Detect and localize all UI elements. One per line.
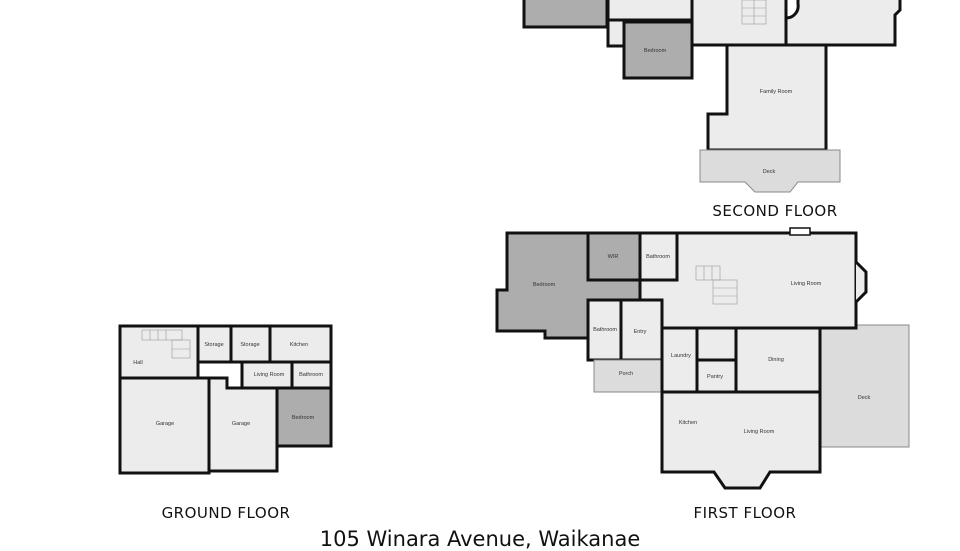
room-label: Pantry (707, 374, 723, 380)
ground-floor-plan: Hall Storage Storage Kitchen Living Room… (118, 324, 333, 522)
room-bedroom (622, 20, 694, 80)
room-label: Living Room (744, 429, 775, 435)
room-label: Kitchen (679, 420, 697, 426)
bay-window (854, 260, 868, 304)
second-floor-plan: Bedroom Family Room Deck SECOND FLOOR (522, 0, 902, 220)
room-label: Living Room (791, 281, 822, 287)
floor-title: FIRST FLOOR (694, 504, 797, 522)
room-label: Entry (634, 329, 647, 335)
room-label: Storage (204, 342, 223, 348)
room-label: Porch (619, 371, 633, 377)
room-label: Kitchen (290, 342, 308, 348)
room-corridor (606, 0, 694, 22)
room-label: Garage (156, 421, 174, 427)
room-label: Family Room (760, 89, 793, 95)
room-label: Dining (768, 357, 784, 363)
room-stairwell (695, 326, 738, 362)
room-label: Deck (763, 169, 776, 175)
room-bathroom (638, 231, 679, 282)
room-upper-right (784, 0, 902, 47)
room-deck (699, 149, 841, 193)
room-landing (690, 0, 788, 47)
room-label: WIR (608, 254, 619, 260)
room-label: Storage (240, 342, 259, 348)
fireplace-icon (789, 227, 811, 236)
room-label: Laundry (671, 353, 691, 359)
stairs-icon (141, 329, 191, 359)
room-label: Hall (133, 360, 142, 366)
floor-title: SECOND FLOOR (712, 202, 837, 220)
room-label: Bathroom (593, 327, 617, 333)
room-label: Deck (858, 395, 871, 401)
room-kitchen-living (660, 390, 822, 490)
stairs-icon (741, 0, 767, 25)
room-label: Bedroom (644, 48, 667, 54)
room-bedroom (275, 386, 333, 448)
room-label: Bathroom (299, 372, 323, 378)
room-label: Living Room (254, 372, 285, 378)
stairs-icon (695, 265, 738, 305)
room-pantry (695, 358, 738, 394)
first-floor-plan: Deck Living Room Bedroom WIR Bathroom Ba… (495, 227, 910, 522)
room-deck (819, 324, 910, 448)
room-laundry (660, 326, 699, 394)
property-address: 105 Winara Avenue, Waikanae (319, 527, 641, 551)
room-hall (118, 324, 200, 380)
room-bedroom-partial (522, 0, 609, 29)
room-dining (734, 326, 822, 394)
room-garage (118, 376, 211, 475)
room-porch (593, 359, 663, 393)
room-closet (606, 18, 626, 48)
floor-title: GROUND FLOOR (162, 504, 291, 522)
room-family-room (706, 43, 828, 152)
room-label: Garage (232, 421, 250, 427)
room-label: Bedroom (292, 415, 315, 421)
room-label: Bathroom (646, 254, 670, 260)
room-label: Bedroom (533, 282, 556, 288)
